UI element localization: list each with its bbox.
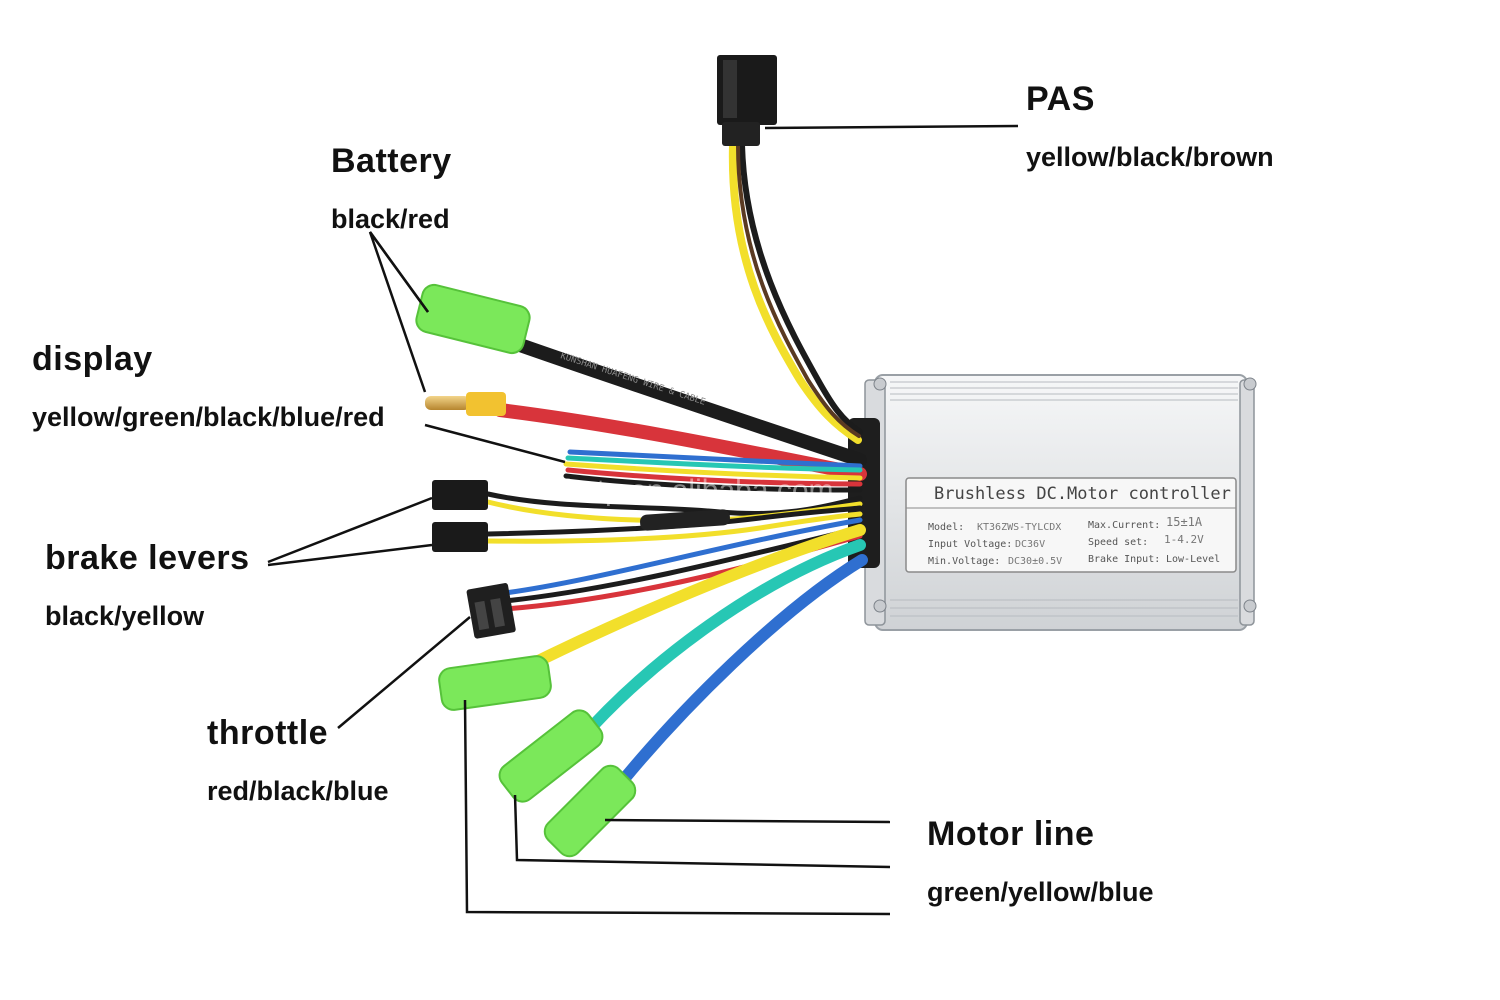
motor-callout-yellow: [463, 699, 891, 916]
watermark: hztp.en.alibaba.com: [565, 474, 834, 507]
battery-connector-green: [415, 283, 531, 355]
spec-model-value: KT36ZWS-TYLCDX: [977, 522, 1061, 533]
throttle-connector: [466, 583, 516, 639]
brake-wire-black-2: [485, 505, 863, 537]
motor-wire-teal: [574, 539, 866, 746]
controller-name: Brushless DC.Motor controller: [934, 484, 1231, 504]
spec-min-voltage-value: DC30±0.5V: [1008, 556, 1062, 567]
spec-brake-input-label: Brake Input:: [1088, 554, 1160, 565]
spec-brake-input-value: Low-Level: [1166, 554, 1220, 565]
pas-wire-yellow: [728, 141, 862, 444]
display-wire-red: [565, 467, 863, 487]
brake-callout-1: [267, 496, 433, 564]
spec-model-label: Model:: [928, 522, 964, 533]
display-title: display: [32, 340, 153, 378]
motor-callout-teal: [513, 794, 891, 869]
display-wire-black: [563, 473, 863, 493]
pas-connector: [717, 55, 777, 146]
motor-connector-blue: [543, 764, 637, 858]
callout-lines: [267, 124, 1019, 916]
pas-callout: [764, 124, 1019, 130]
brake-connector-1: [432, 480, 488, 510]
motor-colors: green/yellow/blue: [927, 877, 1154, 907]
battery-colors: black/red: [331, 204, 450, 234]
motor-wire-yellow: [514, 524, 866, 676]
motor-controller: Brushless DC.Motor controller Model: KT3…: [848, 374, 1257, 631]
brake-wire-yellow-2: [485, 511, 863, 544]
pas-wire-brown: [736, 143, 861, 438]
motor-title: Motor line: [927, 815, 1095, 853]
throttle-callout: [337, 616, 471, 729]
brake-callout-2: [267, 543, 433, 567]
spec-max-current-label: Max.Current:: [1088, 520, 1160, 531]
spec-input-voltage-label: Input Voltage:: [928, 539, 1012, 550]
brake-connector-2: [432, 522, 488, 552]
battery-title: Battery: [331, 142, 452, 180]
heat-fins: [890, 381, 1238, 617]
spec-input-voltage-value: DC36V: [1015, 539, 1045, 550]
brake-title: brake levers: [45, 539, 250, 577]
motor-connector-teal: [498, 709, 604, 803]
cable-print: KUNSHAN HUAFENG WIRE & CABLE: [559, 351, 706, 407]
display-wire-yellow: [563, 461, 863, 481]
throttle-colors: red/black/blue: [207, 776, 389, 806]
spec-max-current-value: 15±1A: [1166, 515, 1203, 529]
display-callout: [424, 423, 566, 464]
spec-min-voltage-label: Min.Voltage:: [928, 556, 1000, 567]
wire-harness: [485, 141, 868, 796]
display-colors: yellow/green/black/blue/red: [32, 402, 385, 432]
brake-colors: black/yellow: [45, 601, 205, 631]
motor-connector-yellow: [438, 655, 552, 711]
display-wire-green: [565, 455, 863, 473]
battery-bullet-connector: [425, 392, 506, 416]
motor-wire-blue: [609, 554, 868, 796]
throttle-wire-blue: [502, 517, 863, 596]
throttle-title: throttle: [207, 714, 329, 752]
pas-title: PAS: [1026, 80, 1095, 118]
spec-speed-set-label: Speed set:: [1088, 537, 1148, 548]
display-wire-blue: [567, 449, 863, 469]
battery-wire-black: [513, 338, 867, 467]
controller-label-plate: [905, 477, 1237, 573]
connectors: [415, 55, 777, 858]
pas-wire-black: [739, 142, 863, 435]
spec-speed-set-value: 1-4.2V: [1164, 533, 1204, 546]
motor-callout-blue: [604, 818, 891, 824]
pas-colors: yellow/black/brown: [1026, 142, 1274, 172]
